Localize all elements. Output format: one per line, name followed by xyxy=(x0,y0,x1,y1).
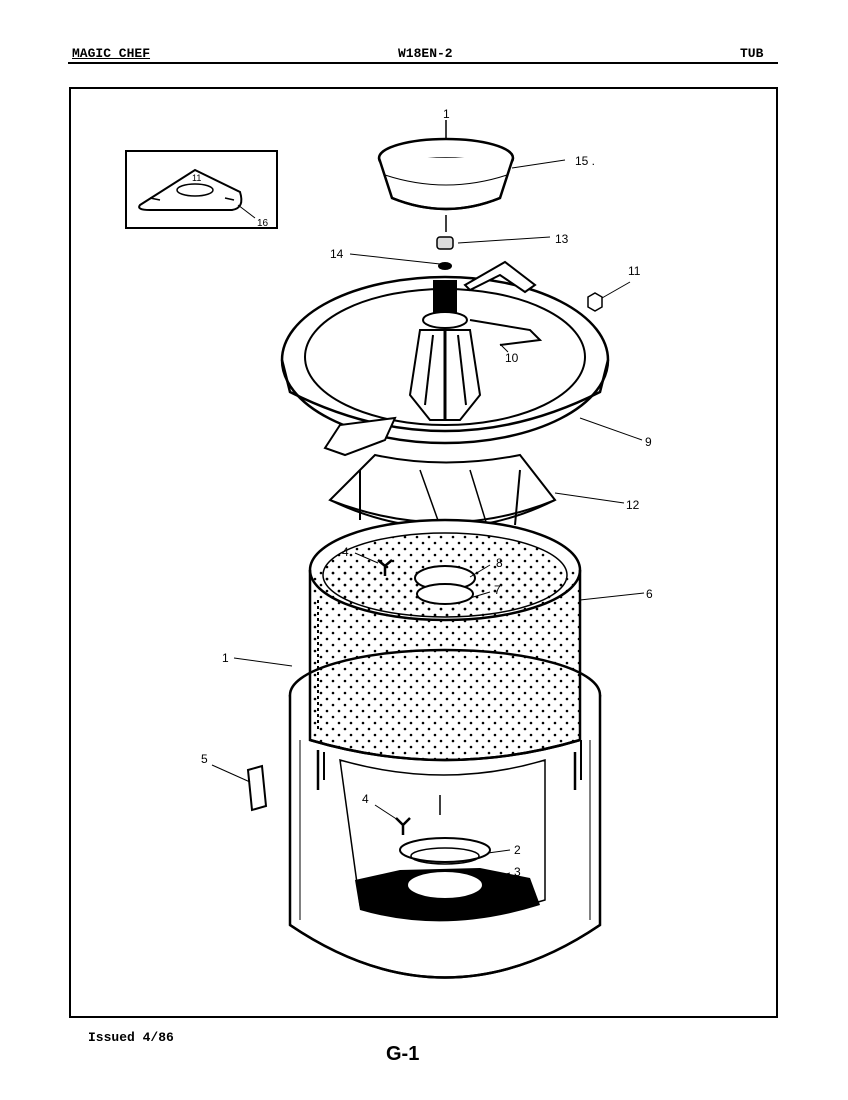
callout-11: 11 xyxy=(628,264,641,278)
part-4-lower-clip xyxy=(395,817,411,835)
part-10-agitator xyxy=(408,280,543,421)
callout-10: 10 xyxy=(505,351,519,365)
callout-4-upper: 4 xyxy=(342,545,349,559)
part-15-cap xyxy=(377,137,515,211)
page-number: G-1 xyxy=(386,1043,420,1065)
part-5-plate xyxy=(246,764,268,812)
callout-5: 5 xyxy=(201,752,208,766)
inset-part-16 xyxy=(125,150,278,229)
callout-1-top: 1 xyxy=(443,107,450,121)
part-6-basket xyxy=(308,518,582,762)
part-4-upper-clip xyxy=(377,559,393,576)
header-brand: MAGIC CHEF xyxy=(72,46,151,61)
callout-1-side: 1 xyxy=(222,651,229,665)
header-rule xyxy=(68,62,778,64)
part-11-clip xyxy=(587,292,603,312)
callout-12: 12 xyxy=(626,498,640,512)
callout-3: 3 xyxy=(514,865,521,879)
callout-16-inner: 11 xyxy=(192,173,201,183)
part-14-washer xyxy=(438,262,452,270)
header-model: W18EN-2 xyxy=(398,46,453,61)
callout-6: 6 xyxy=(646,587,653,601)
part-13-knob xyxy=(436,236,454,250)
leader-lines xyxy=(211,159,645,881)
callout-4-lower: 4 xyxy=(362,792,369,806)
callout-15: 15 . xyxy=(575,154,595,168)
callout-7: 7 xyxy=(494,583,501,597)
callout-8: 8 xyxy=(496,556,503,570)
callout-16: 16 xyxy=(257,218,269,229)
callout-13: 13 xyxy=(555,232,569,246)
callout-2: 2 xyxy=(514,843,521,857)
callout-9: 9 xyxy=(645,435,652,449)
diagram-frame xyxy=(69,87,778,1018)
header-section: TUB xyxy=(740,46,764,61)
callout-14: 14 xyxy=(330,247,344,261)
issued-date: Issued 4/86 xyxy=(88,1030,174,1045)
